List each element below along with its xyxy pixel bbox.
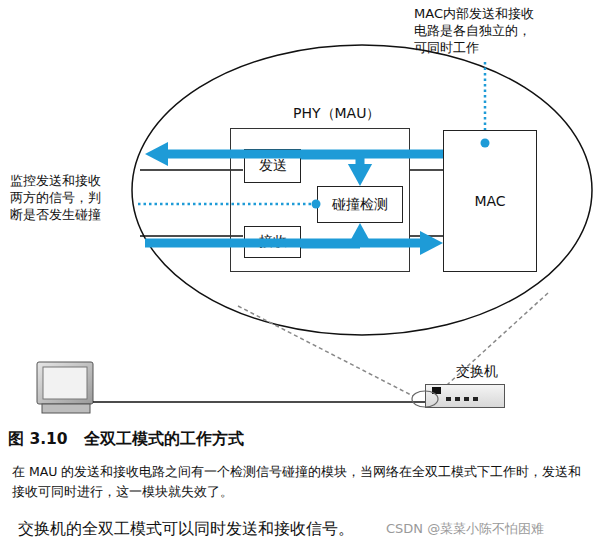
receive-arrow (145, 239, 423, 248)
leader-line (138, 203, 316, 206)
arrowhead (348, 164, 372, 186)
switch-port (432, 387, 441, 394)
computer-stand (42, 404, 90, 413)
mac-box: MAC (443, 130, 537, 272)
callout-note: MAC内部发送和接收电路是各自独立的，可同时工作 (414, 5, 542, 56)
box-label: 接收 (259, 233, 287, 251)
transmit-arrowhead (145, 142, 168, 166)
zoom-dash (437, 293, 548, 394)
transmit-arrow (165, 150, 443, 159)
callout-note: 监控发送和接收两方的信号，判断是否发生碰撞 (10, 172, 108, 223)
computer-monitor (37, 362, 93, 404)
figure-note: 在 MAU 的发送和接收电路之间有一个检测信号碰撞的模块，当网络在全双工模式下工… (12, 462, 592, 502)
signal-wire (140, 169, 243, 171)
switch-led (464, 397, 469, 401)
signal-wire (410, 169, 443, 171)
computer-screen (43, 367, 87, 399)
network-cable (93, 401, 425, 403)
box-label: MAC (474, 193, 505, 209)
phy-box: PHY（MAU）发送碰撞检测接收 (230, 128, 410, 272)
receive-arrowhead (420, 231, 443, 255)
switch-device: 交换机 (425, 384, 505, 408)
signal-wire (140, 235, 243, 237)
watermark: CSDN @菜菜小陈不怕困难 (386, 521, 596, 537)
leader-dot (481, 139, 490, 148)
switch-led (473, 397, 478, 401)
box-label: 碰撞检测 (332, 196, 388, 214)
box-heading: 交换机 (456, 363, 498, 381)
zoom-dash (238, 306, 413, 396)
detect-arrow (301, 239, 360, 248)
switch-led (455, 397, 460, 401)
detect-arrow (301, 155, 360, 165)
body-text: 交换机的全双工模式可以同时发送和接收信号。 (18, 518, 448, 540)
leader-dot (312, 200, 321, 209)
switch-led (446, 397, 451, 401)
arrowhead (348, 223, 372, 245)
zoom-ellipse (132, 45, 592, 335)
signal-wire (410, 235, 443, 237)
box-label: 发送 (259, 157, 287, 175)
box-heading: PHY（MAU） (293, 105, 380, 123)
receive-box: 接收 (244, 226, 301, 258)
collision-detect-box: 碰撞检测 (317, 186, 403, 223)
zoom-spot (412, 391, 438, 407)
figure-caption: 图 3.10 全双工模式的工作方式 (8, 429, 428, 449)
transmit-box: 发送 (244, 149, 301, 183)
